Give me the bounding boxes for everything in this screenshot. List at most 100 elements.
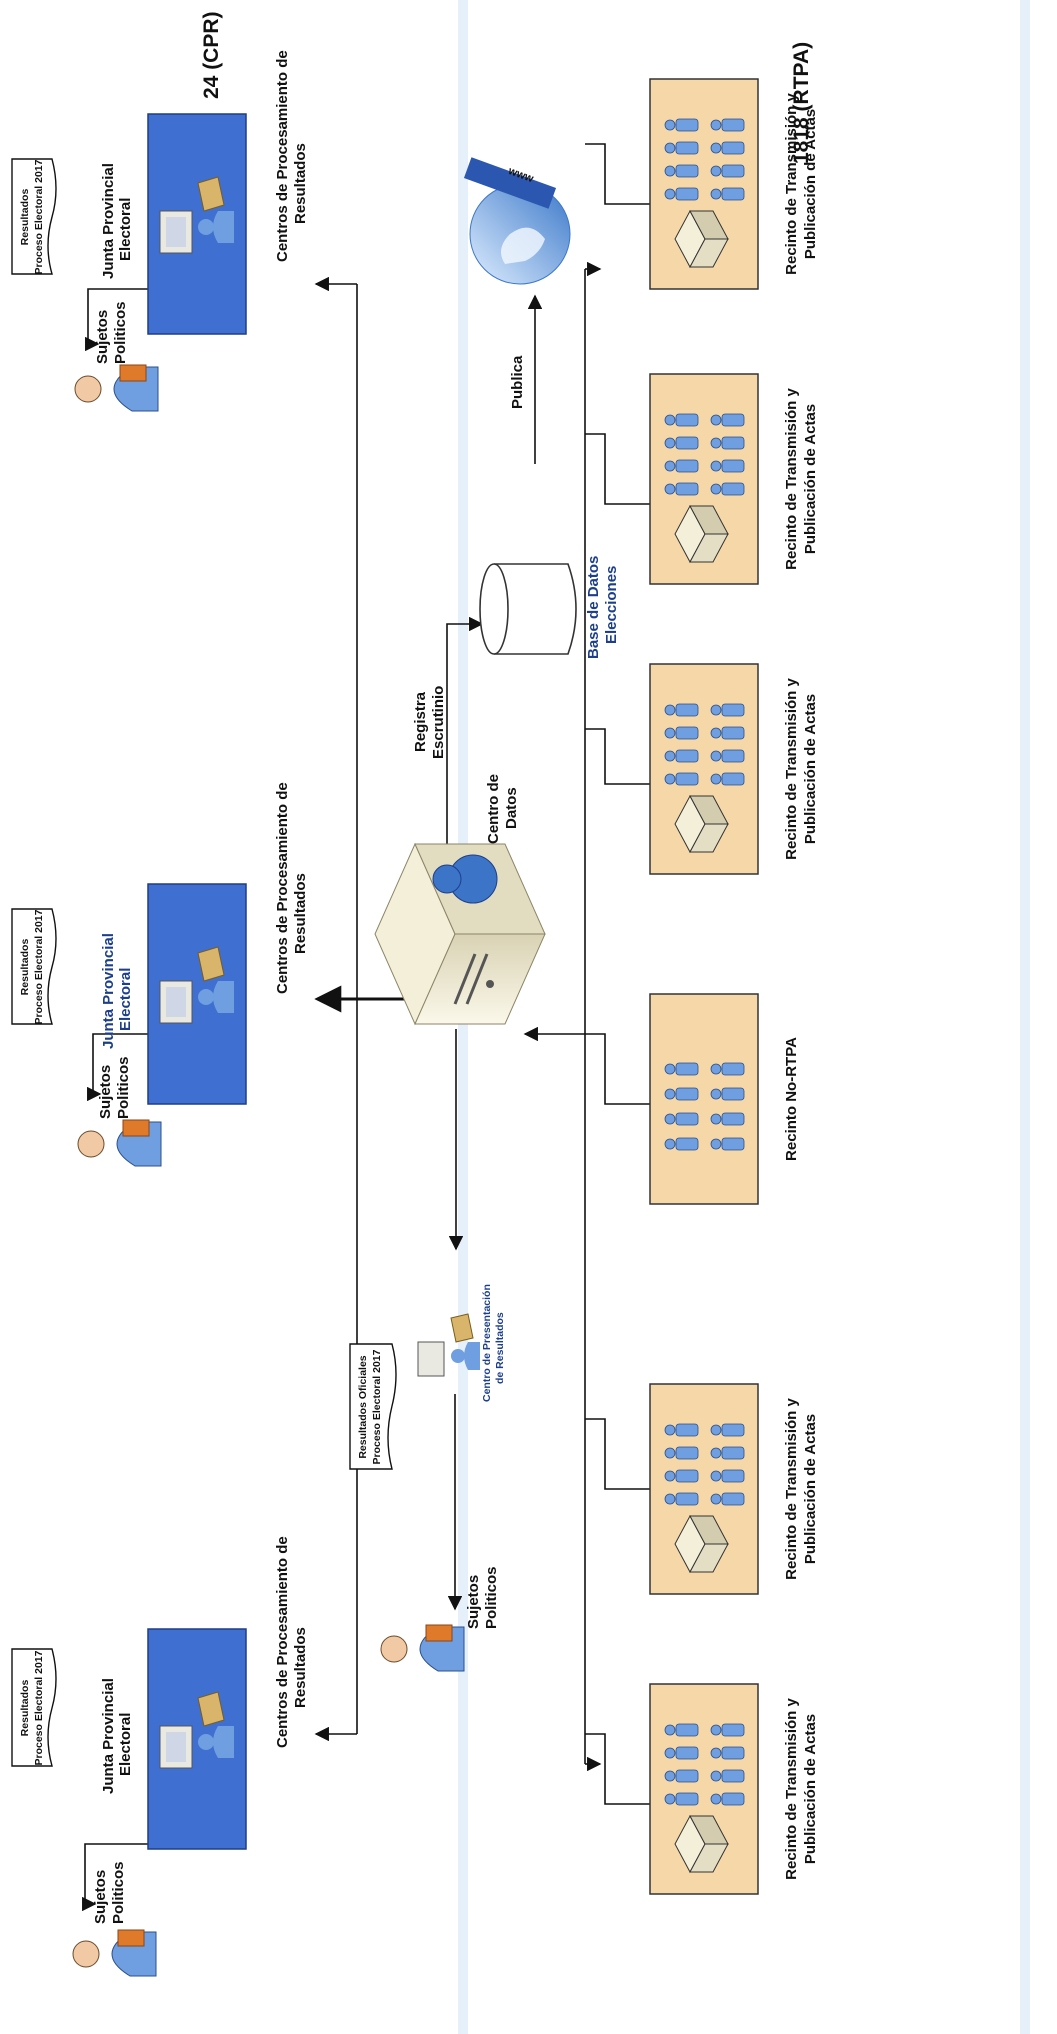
arrow-junta3-sujetos [85, 288, 150, 352]
resultados-oficiales-document [349, 1343, 397, 1470]
presentacion-line-2: de Resultados [494, 1312, 506, 1384]
centros-label-line-2: Resultados [292, 143, 309, 224]
operator-at-computer-icon[interactable] [417, 1313, 480, 1377]
politician-person-icon [72, 1929, 157, 1977]
computer-icon [674, 1814, 729, 1874]
junta-label-line-2: Electoral [117, 968, 134, 1031]
recinto-label-line-1: Recinto de Transmisión y [783, 1697, 800, 1879]
presentacion-line-1: Centro de Presentación [481, 1284, 493, 1402]
drop-recinto-4 [585, 728, 650, 785]
centro-datos-line-2: Datos [503, 787, 520, 829]
operator-at-computer-icon [159, 946, 234, 1024]
junta-provincial-box[interactable] [147, 113, 247, 335]
doc-line-2: Proceso Electoral 2017 [33, 909, 45, 1024]
operator-at-computer-icon [159, 1691, 234, 1769]
recinto-label-line-2: Publicación de Actas [802, 1414, 819, 1564]
sujetos-line-1: Sujetos [94, 310, 111, 364]
sujetos-line-2: Politicos [112, 301, 129, 364]
centros-label-line-1: Centros de Procesamiento de [274, 50, 291, 262]
sujetos-line-1: Sujetos [97, 1065, 114, 1119]
oficiales-line-2: Proceso Electoral 2017 [371, 1349, 383, 1464]
doc-line-1: Resultados [19, 939, 31, 996]
centro-datos-line-1: Centro de [485, 774, 502, 844]
recinto-label-line-1: Recinto de Transmisión y [783, 387, 800, 569]
voters-group-icon [664, 1062, 745, 1151]
drop-recinto-3 [585, 1033, 650, 1105]
provincial-group-2: Junta Provincial Electoral Resultados Pr… [11, 782, 309, 1167]
doc-line-2: Proceso Electoral 2017 [33, 159, 45, 274]
computer-icon [674, 1514, 729, 1574]
voters-group-icon [664, 1723, 745, 1806]
junta-provincial-box[interactable] [147, 1628, 247, 1850]
junta-label-line-2: Electoral [117, 1713, 134, 1776]
centros-label-line-1: Centros de Procesamiento de [274, 782, 291, 994]
resultados-document [11, 908, 57, 1025]
junta-label-line-1: Junta Provincial [100, 1678, 117, 1794]
recinto-label-line-2: Publicación de Actas [802, 404, 819, 554]
operator-at-computer-icon [159, 176, 234, 254]
arrow-junta2-sujetos [87, 1033, 150, 1102]
recinto-label-line-1: Recinto No-RTPA [783, 1037, 800, 1161]
drop-recinto-2 [585, 1418, 650, 1490]
politician-person-icon [77, 1119, 162, 1167]
junta-label-line-2: Electoral [117, 198, 134, 261]
recinto-box[interactable]: Recinto No-RTPA [649, 993, 800, 1205]
sujetos-center-line-1: Sujetos [465, 1575, 482, 1629]
db-label-line-1: Base de Datos [585, 556, 602, 659]
computer-icon [674, 209, 729, 269]
registra-line-1: Registra [412, 691, 429, 752]
computer-icon [674, 794, 729, 854]
junta-label-line-1: Junta Provincial [100, 163, 117, 279]
provincial-group-3: Junta Provincial Electoral Resultados Pr… [11, 50, 309, 412]
centros-label-line-1: Centros de Procesamiento de [274, 1536, 291, 1748]
oficiales-line-1: Resultados Oficiales [357, 1355, 369, 1458]
sujetos-line-1: Sujetos [92, 1870, 109, 1924]
recinto-label-line-1: Recinto de Transmisión y [783, 92, 800, 274]
database-cylinder-icon[interactable] [479, 563, 577, 655]
drop-recinto-5 [585, 433, 650, 505]
doc-line-1: Resultados [19, 1680, 31, 1737]
server-computer-icon[interactable] [374, 842, 546, 1026]
provincial-group-1: Junta Provincial Electoral Resultados Pr… [11, 1536, 309, 1977]
arrow-junta1-sujetos [82, 1843, 150, 1912]
rtpa-count-label: 1818 (RTPA) [790, 42, 813, 164]
doc-line-1: Resultados [19, 189, 31, 246]
publica-label: Publica [509, 355, 526, 409]
drop-recinto-1 [585, 1733, 650, 1805]
politician-person-icon [74, 364, 159, 412]
resultados-document [11, 158, 57, 275]
centros-label-line-2: Resultados [292, 1627, 309, 1708]
voters-group-icon [664, 118, 745, 201]
recinto-label-line-1: Recinto de Transmisión y [783, 1397, 800, 1579]
junta-provincial-box[interactable] [147, 883, 247, 1105]
computer-icon [674, 504, 729, 564]
politician-person-icon [380, 1624, 465, 1672]
junta-label-line-1: Junta Provincial [100, 933, 117, 1049]
voters-group-icon [664, 703, 745, 786]
sujetos-line-2: Politicos [110, 1861, 127, 1924]
centros-label-line-2: Resultados [292, 873, 309, 954]
db-label-line-2: Elecciones [603, 566, 620, 644]
voters-group-icon [664, 1423, 745, 1506]
globe-www-icon[interactable]: www [463, 157, 571, 285]
sujetos-line-2: Politicos [115, 1056, 132, 1119]
arrow-datacenter-db [446, 616, 484, 919]
recinto-label-line-2: Publicación de Actas [802, 1714, 819, 1864]
registra-line-2: Escrutinio [430, 686, 447, 759]
drop-recinto-6 [585, 143, 650, 205]
band-divider-bottom [1020, 0, 1030, 2034]
recinto-label-line-1: Recinto de Transmisión y [783, 677, 800, 859]
recinto-label-line-2: Publicación de Actas [802, 694, 819, 844]
cpr-count-label: 24 (CPR) [200, 11, 223, 99]
doc-line-2: Proceso Electoral 2017 [33, 1650, 45, 1765]
voters-group-icon [664, 413, 745, 496]
recinto-label-line-2: Publicación de Actas [802, 109, 819, 259]
sujetos-center-line-2: Politicos [483, 1566, 500, 1629]
